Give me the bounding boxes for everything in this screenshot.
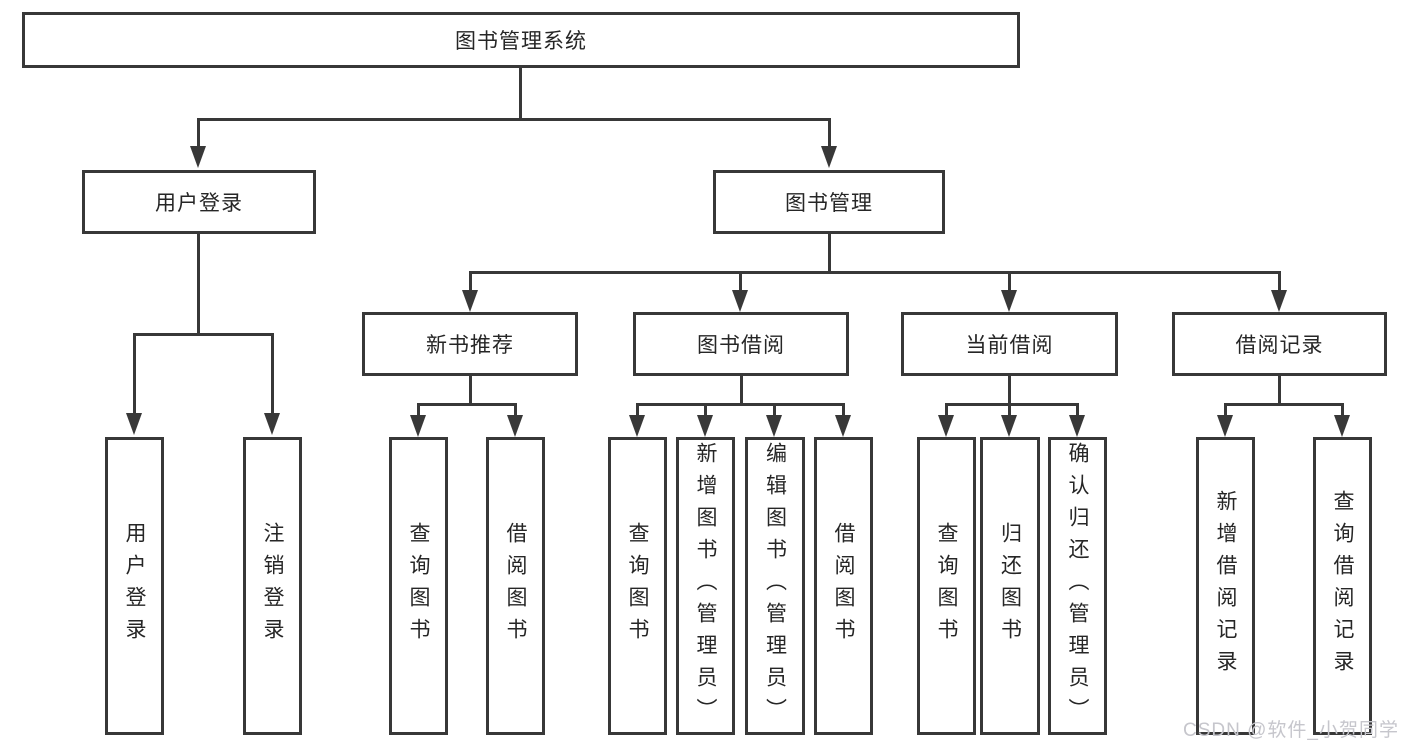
arrow-down-icon	[264, 413, 280, 435]
node-borrow-records: 借阅记录	[1172, 312, 1387, 376]
node-root-system: 图书管理系统	[22, 12, 1020, 68]
connector-vline	[519, 68, 522, 119]
connector-stem	[469, 271, 472, 291]
node-borrow-records-label: 借阅记录	[1235, 334, 1324, 357]
connector-stem	[704, 403, 707, 416]
connector-stem	[636, 403, 639, 416]
connector-hline	[945, 403, 1079, 406]
connector-hline	[469, 271, 1281, 274]
csdn-watermark: CSDN @软件_小贺同学	[1183, 720, 1399, 741]
arrow-down-icon	[190, 146, 206, 168]
leaf-query-books-current: 查询图书	[917, 437, 976, 735]
leaf-edit-books-admin-label: 编辑图书（管理员）	[763, 442, 787, 730]
arrow-down-icon	[1334, 415, 1350, 437]
arrow-down-icon	[1271, 290, 1287, 312]
node-user-login: 用户登录	[82, 170, 316, 234]
node-current-borrow: 当前借阅	[901, 312, 1118, 376]
arrow-down-icon	[507, 415, 523, 437]
leaf-add-books-admin: 新增图书（管理员）	[676, 437, 735, 735]
connector-vline	[1008, 376, 1011, 405]
connector-hline	[197, 118, 831, 121]
leaf-add-borrow-record: 新增借阅记录	[1196, 437, 1255, 735]
connector-stem	[739, 271, 742, 291]
connector-stem	[1224, 403, 1227, 416]
connector-stem	[1278, 271, 1281, 291]
leaf-return-books-label: 归还图书	[998, 522, 1022, 650]
arrow-down-icon	[462, 290, 478, 312]
connector-vline	[828, 233, 831, 273]
connector-stem	[1341, 403, 1344, 416]
node-new-book-recommend: 新书推荐	[362, 312, 578, 376]
leaf-add-borrow-record-label: 新增借阅记录	[1214, 490, 1237, 682]
connector-stem	[842, 403, 845, 416]
connector-stem	[1008, 403, 1011, 416]
leaf-query-books-borrow: 查询图书	[608, 437, 667, 735]
node-book-management-label: 图书管理	[785, 192, 873, 215]
arrow-down-icon	[732, 290, 748, 312]
leaf-user-login-label: 用户登录	[123, 522, 146, 650]
node-book-borrow-label: 图书借阅	[697, 334, 785, 357]
connector-vline	[197, 234, 200, 335]
arrow-down-icon	[938, 415, 954, 437]
node-new-book-recommend-label: 新书推荐	[426, 334, 514, 357]
leaf-return-books: 归还图书	[980, 437, 1040, 735]
arrow-down-icon	[821, 146, 837, 168]
leaf-query-books-recommend: 查询图书	[389, 437, 448, 735]
leaf-user-login: 用户登录	[105, 437, 164, 735]
arrow-down-icon	[126, 413, 142, 435]
arrow-down-icon	[697, 415, 713, 437]
arrow-down-icon	[1001, 290, 1017, 312]
connector-vline	[469, 376, 472, 405]
connector-stem	[417, 403, 420, 416]
connector-hline	[636, 403, 845, 406]
connector-vline	[740, 376, 743, 405]
leaf-query-borrow-record: 查询借阅记录	[1313, 437, 1372, 735]
leaf-borrow-books: 借阅图书	[814, 437, 873, 735]
connector-stem	[133, 333, 136, 413]
leaf-edit-books-admin: 编辑图书（管理员）	[745, 437, 805, 735]
leaf-query-borrow-record-label: 查询借阅记录	[1331, 490, 1354, 682]
arrow-down-icon	[766, 415, 782, 437]
connector-hline	[1224, 403, 1344, 406]
connector-hline	[133, 333, 274, 336]
node-current-borrow-label: 当前借阅	[965, 334, 1054, 357]
connector-stem	[773, 403, 776, 416]
node-user-login-label: 用户登录	[155, 192, 243, 215]
node-root-label: 图书管理系统	[455, 30, 587, 53]
connector-stem	[271, 333, 274, 413]
connector-hline	[417, 403, 517, 406]
leaf-borrow-books-label: 借阅图书	[832, 522, 855, 650]
leaf-confirm-return-admin: 确认归还（管理员）	[1048, 437, 1107, 735]
arrow-down-icon	[835, 415, 851, 437]
arrow-down-icon	[1069, 415, 1085, 437]
connector-stem	[197, 118, 200, 146]
leaf-logout-login: 注销登录	[243, 437, 302, 735]
leaf-query-books-current-label: 查询图书	[935, 522, 958, 650]
connector-stem	[514, 403, 517, 416]
node-book-management: 图书管理	[713, 170, 945, 234]
connector-stem	[945, 403, 948, 416]
leaf-borrow-books-recommend-label: 借阅图书	[504, 522, 527, 650]
leaf-borrow-books-recommend: 借阅图书	[486, 437, 545, 735]
connector-stem	[828, 118, 831, 146]
connector-stem	[1076, 403, 1079, 416]
leaf-query-books-borrow-label: 查询图书	[626, 522, 649, 650]
leaf-confirm-return-admin-label: 确认归还（管理员）	[1066, 442, 1089, 730]
connector-stem	[1008, 271, 1011, 291]
arrow-down-icon	[629, 415, 645, 437]
arrow-down-icon	[1217, 415, 1233, 437]
node-book-borrow: 图书借阅	[633, 312, 849, 376]
leaf-query-books-recommend-label: 查询图书	[407, 522, 430, 650]
leaf-logout-login-label: 注销登录	[261, 522, 284, 650]
connector-vline	[1278, 376, 1281, 405]
arrow-down-icon	[1001, 415, 1017, 437]
leaf-add-books-admin-label: 新增图书（管理员）	[694, 442, 717, 730]
arrow-down-icon	[410, 415, 426, 437]
